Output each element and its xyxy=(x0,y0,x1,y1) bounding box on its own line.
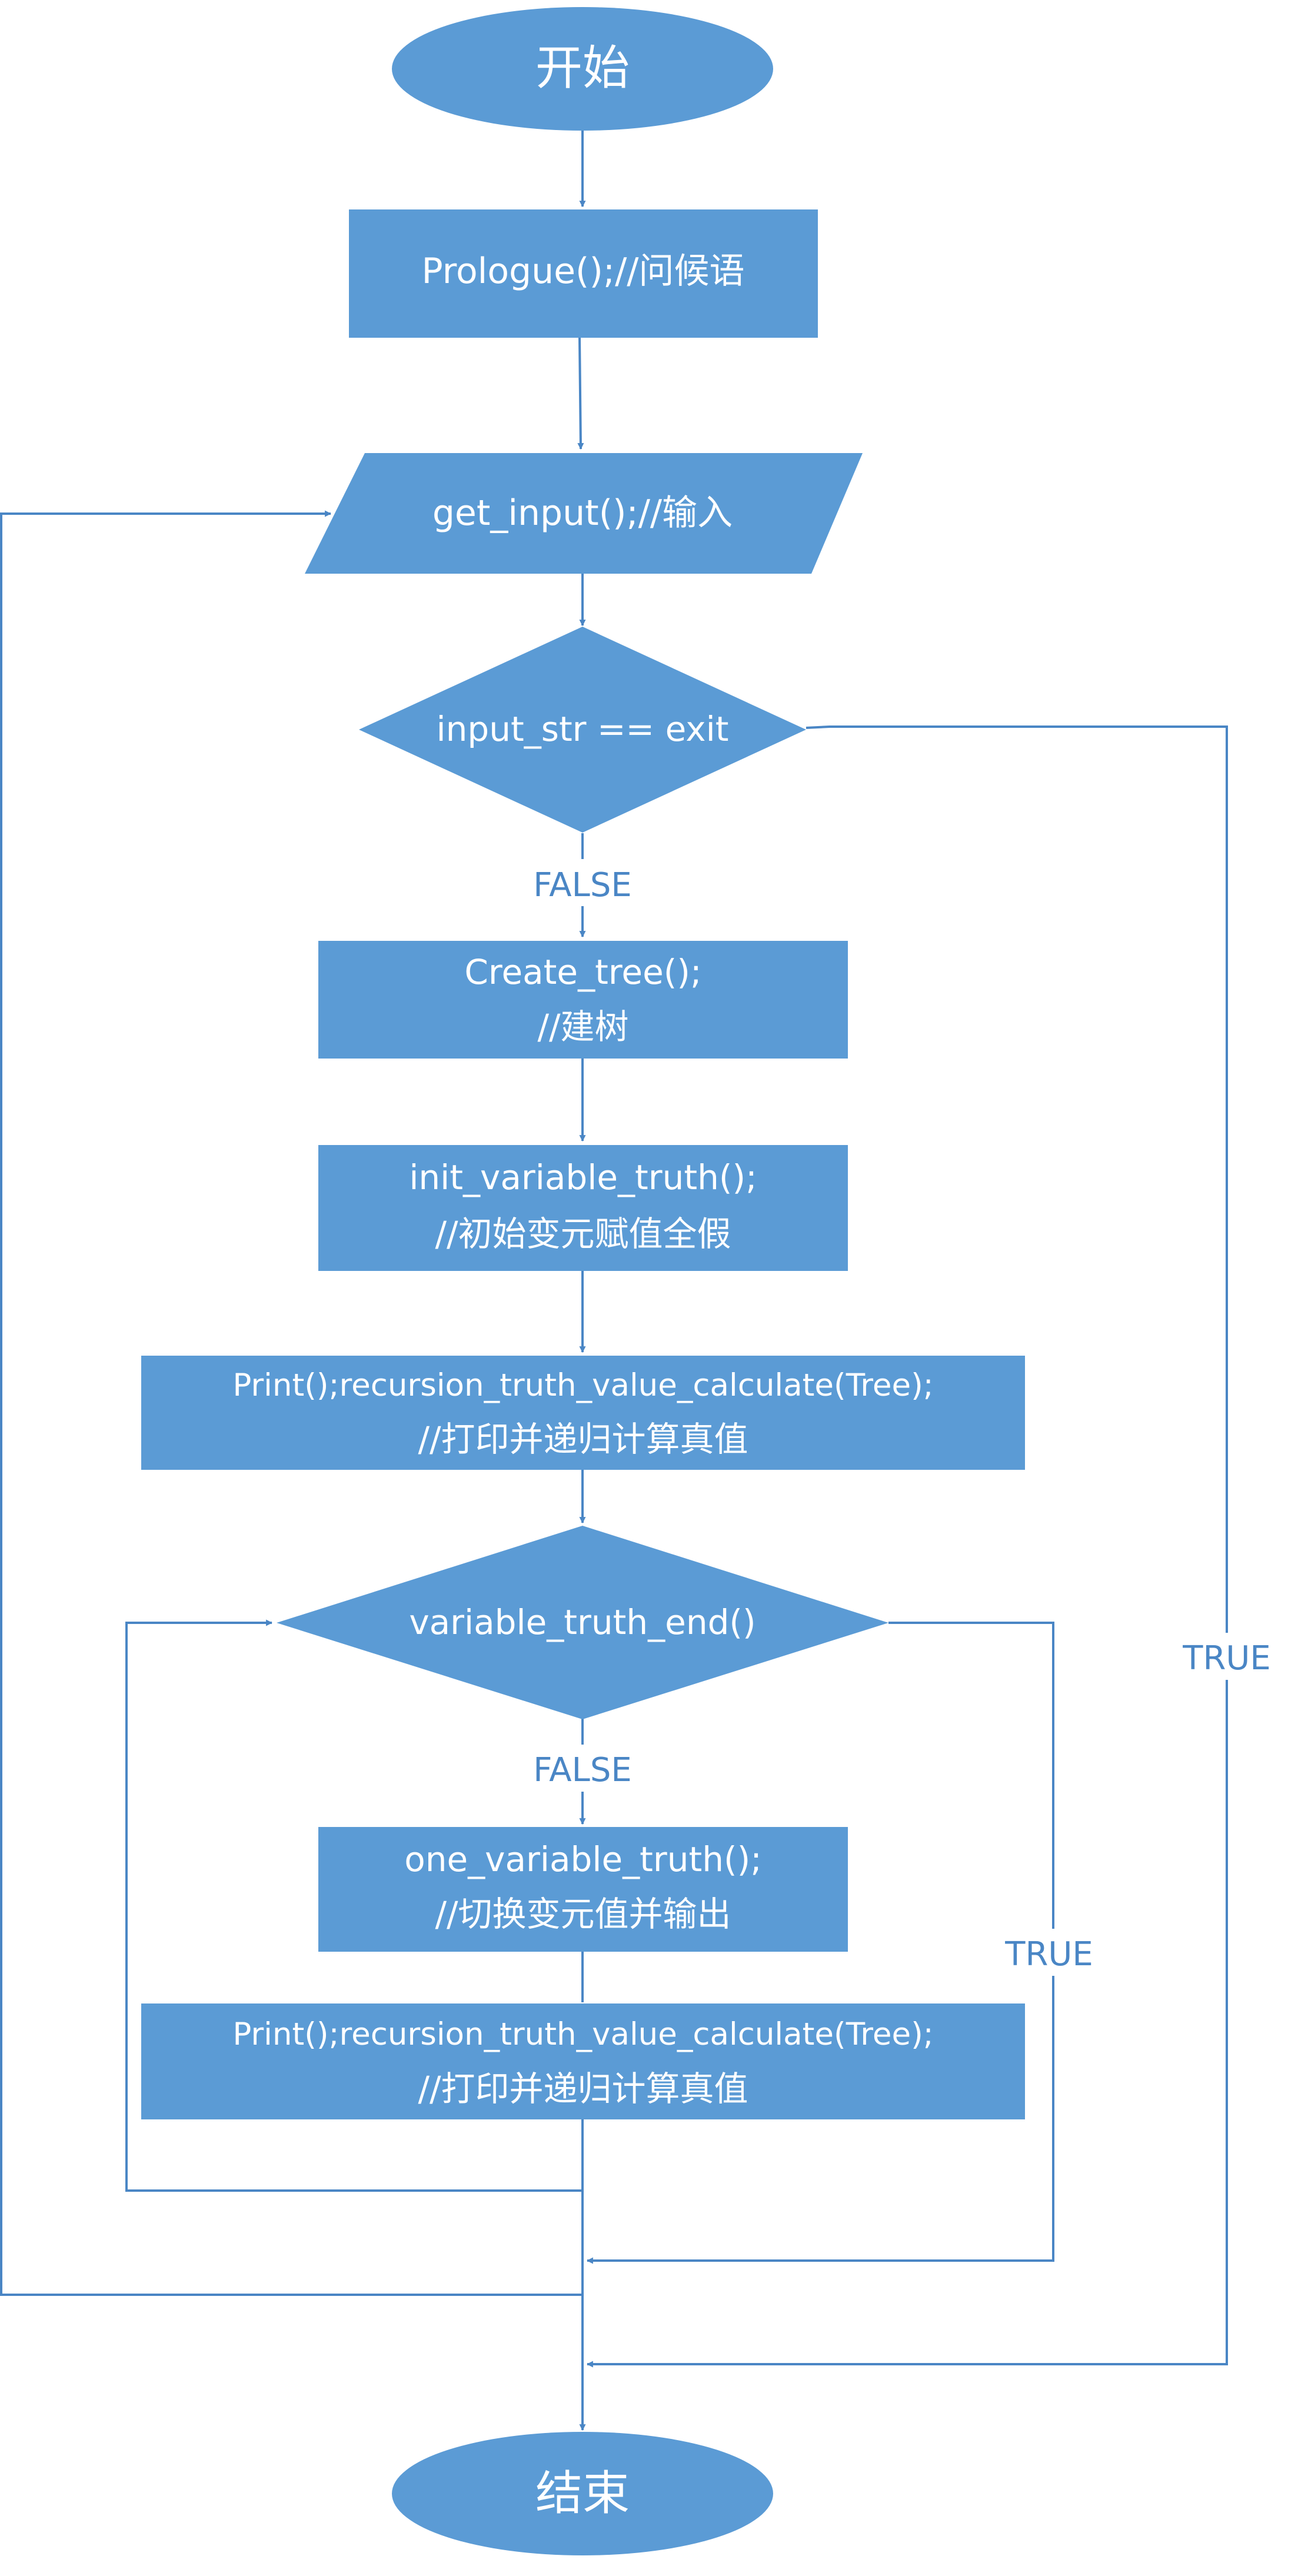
exit-check-label: input_str == exit xyxy=(437,709,729,749)
edge-outer-loop-back xyxy=(0,510,583,2296)
end-label: 结束 xyxy=(535,2466,630,2521)
end-false-label: FALSE xyxy=(533,1751,632,1789)
print-loop-code: Print();recursion_truth_value_calculate(… xyxy=(232,2016,933,2052)
one-truth-code: one_variable_truth(); xyxy=(404,1839,762,1879)
init-truth-code: init_variable_truth(); xyxy=(409,1157,757,1197)
edge-exit-check-true xyxy=(586,725,1228,2368)
init-truth-process xyxy=(318,1145,848,1271)
node-init-truth: init_variable_truth(); //初始变元赋值全假 xyxy=(318,1145,848,1271)
edge-prologue-to-input xyxy=(577,337,584,450)
end-true-label-bg xyxy=(996,1929,1102,1976)
one-truth-comment: //切换变元值并输出 xyxy=(435,1894,731,1934)
exit-true-label: TRUE xyxy=(1182,1639,1271,1678)
edge-inner-loop-back xyxy=(125,1619,583,2192)
end-true-label: TRUE xyxy=(1004,1935,1093,1973)
start-label: 开始 xyxy=(535,41,630,95)
end-check-diamond xyxy=(277,1526,888,1719)
exit-check-diamond xyxy=(359,627,806,833)
init-truth-comment: //初始变元赋值全假 xyxy=(435,1214,731,1254)
node-get-input: get_input();//输入 xyxy=(305,453,863,574)
node-end: 结束 xyxy=(392,2432,773,2555)
print-loop-process xyxy=(141,2003,1025,2119)
exit-false-label: FALSE xyxy=(533,866,632,904)
prologue-process xyxy=(349,209,818,338)
create-tree-code: Create_tree(); xyxy=(464,952,701,992)
exit-true-label-bg xyxy=(1174,1633,1280,1680)
exit-false-label-bg xyxy=(524,859,641,906)
input-parallelogram xyxy=(305,453,863,574)
node-exit-check: input_str == exit xyxy=(359,627,806,833)
get-input-label: get_input();//输入 xyxy=(432,492,733,534)
end-false-label-bg xyxy=(524,1745,641,1792)
node-print-loop: Print();recursion_truth_value_calculate(… xyxy=(141,2003,1025,2119)
one-truth-process xyxy=(318,1827,848,1952)
node-prologue: Prologue();//问候语 xyxy=(349,209,818,338)
prologue-label: Prologue();//问候语 xyxy=(421,251,744,292)
print-first-process xyxy=(141,1356,1025,1470)
create-tree-process xyxy=(318,941,848,1059)
end-terminal xyxy=(392,2432,773,2555)
create-tree-comment: //建树 xyxy=(537,1007,628,1047)
node-one-truth: one_variable_truth(); //切换变元值并输出 xyxy=(318,1827,848,1952)
print-loop-comment: //打印并递归计算真值 xyxy=(418,2069,748,2109)
node-start: 开始 xyxy=(392,7,773,131)
print-first-code: Print();recursion_truth_value_calculate(… xyxy=(232,1367,933,1403)
print-first-comment: //打印并递归计算真值 xyxy=(418,1419,748,1459)
connectors xyxy=(0,131,1228,2431)
node-end-check: variable_truth_end() xyxy=(277,1526,888,1719)
end-check-label: variable_truth_end() xyxy=(409,1602,755,1642)
node-print-first: Print();recursion_truth_value_calculate(… xyxy=(141,1356,1025,1470)
start-terminal xyxy=(392,7,773,131)
node-create-tree: Create_tree(); //建树 xyxy=(318,941,848,1059)
